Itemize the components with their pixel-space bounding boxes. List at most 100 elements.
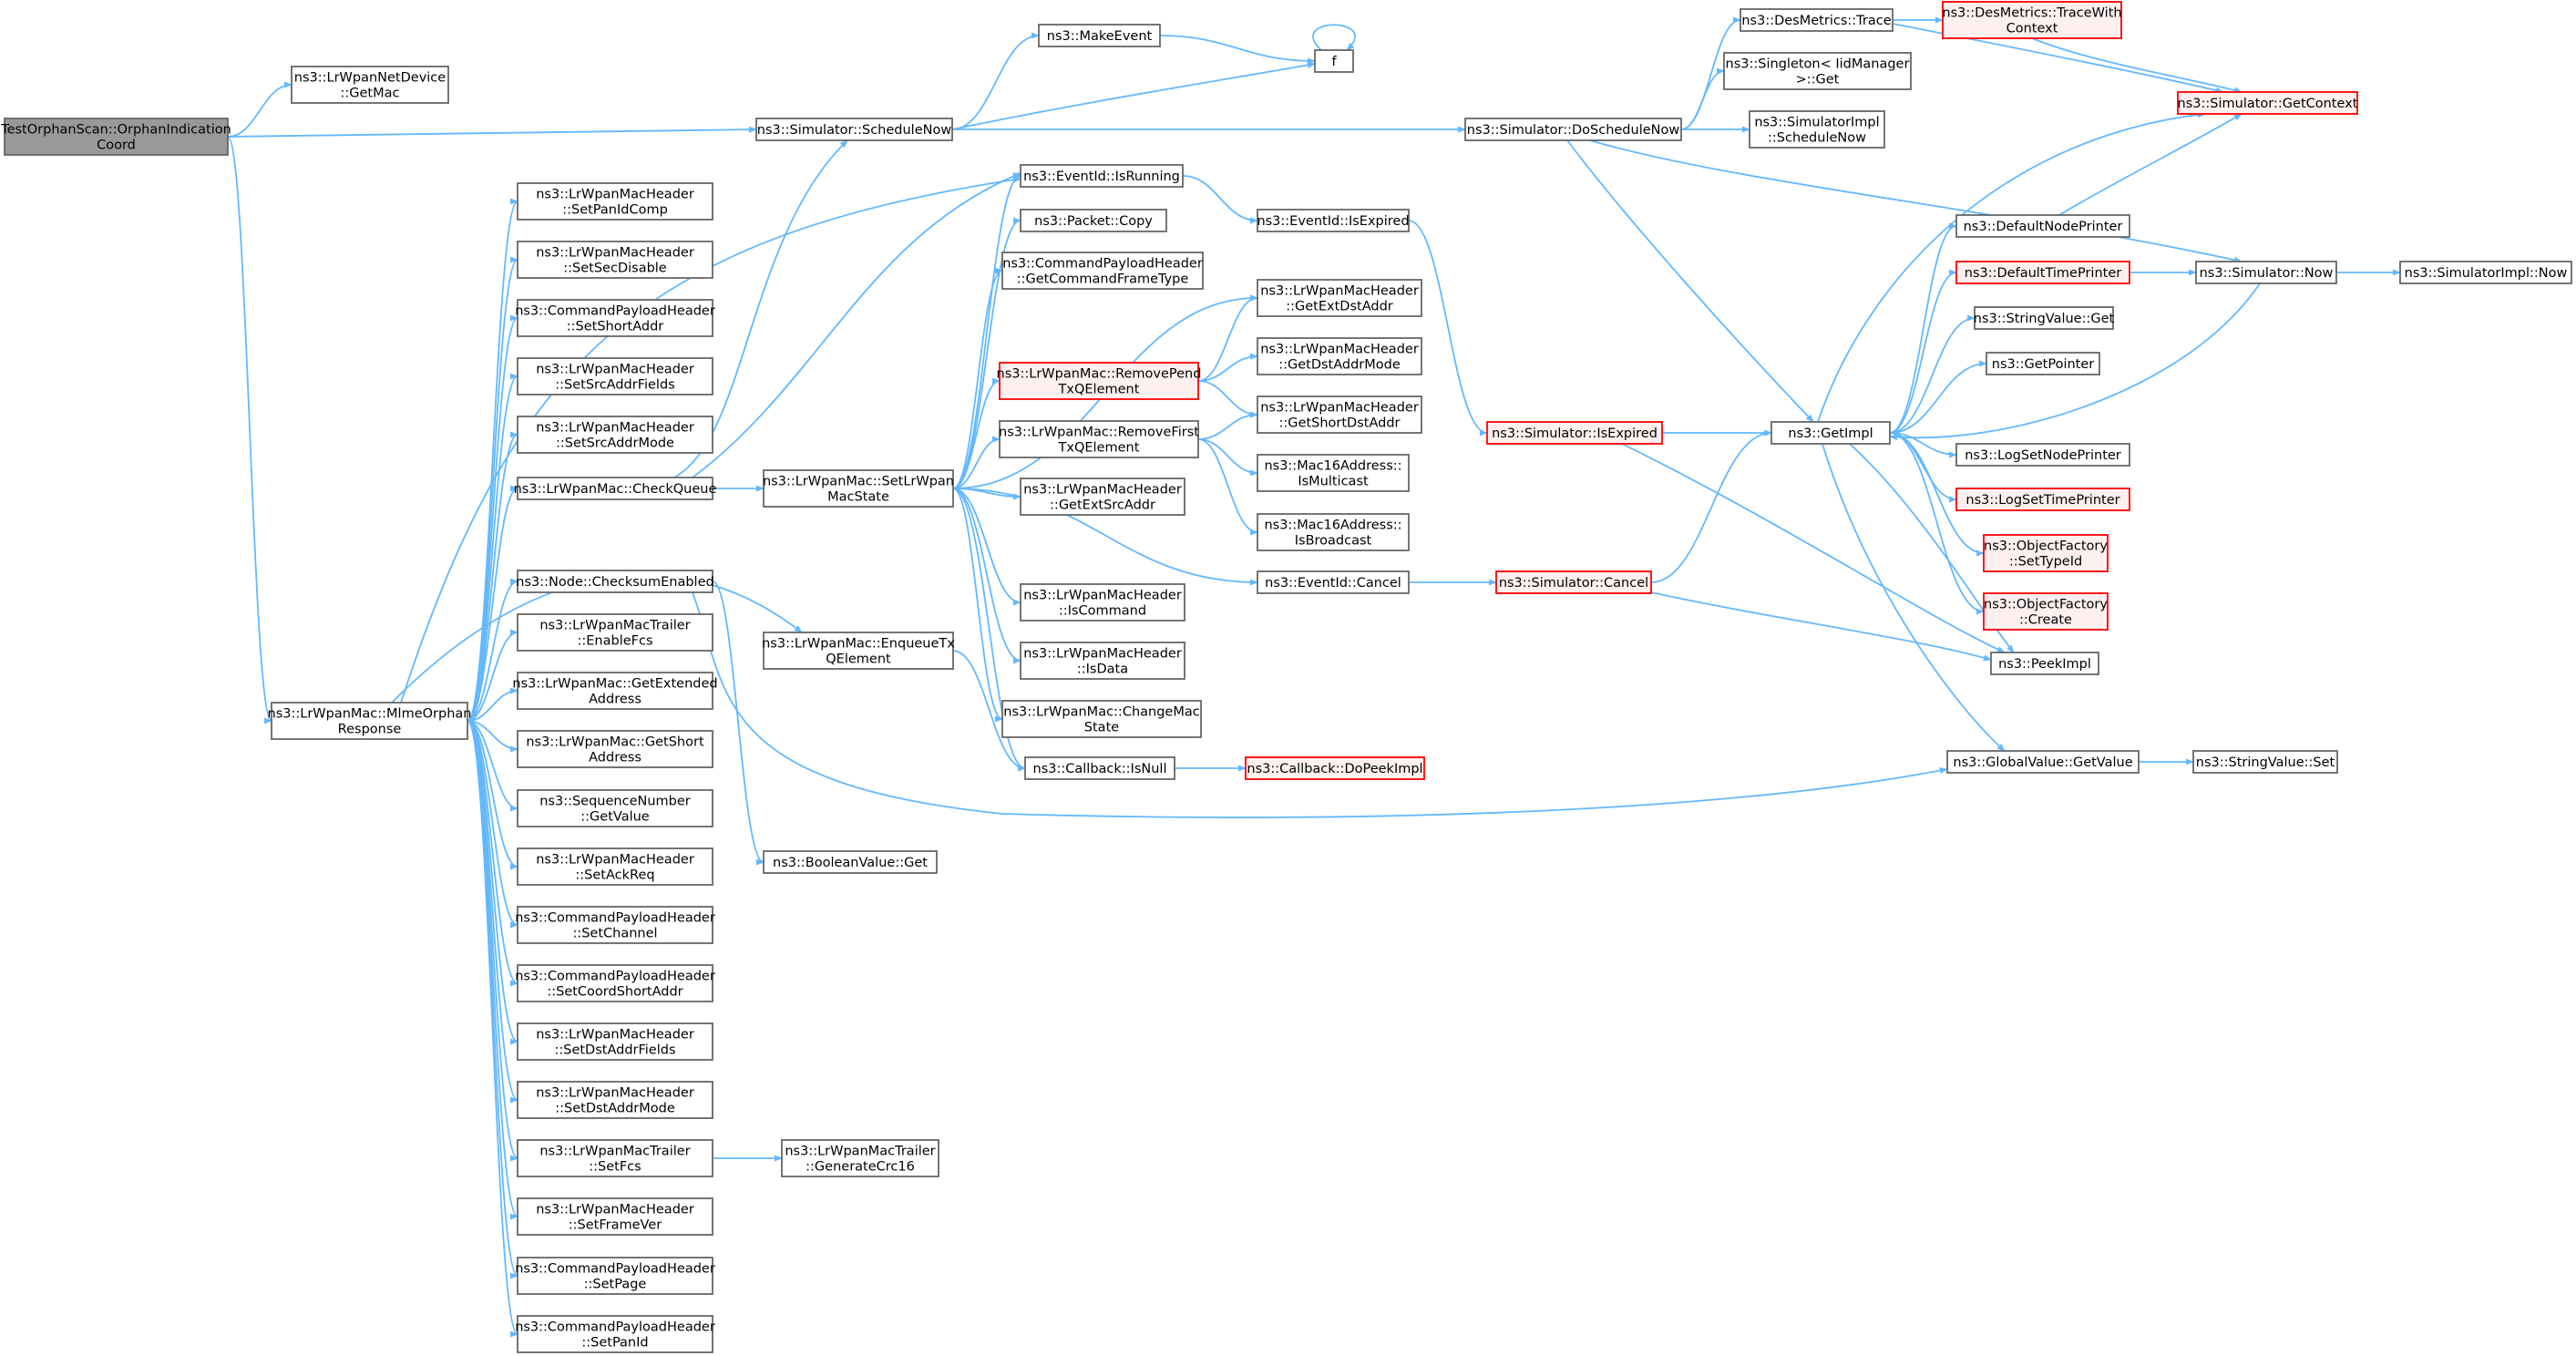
node-simnow[interactable]: ns3::Simulator::Now — [2195, 261, 2337, 284]
node-label: MacState — [827, 490, 889, 505]
node-label: ns3::Simulator::Cancel — [1499, 576, 1648, 591]
node-cph_setshortaddr[interactable]: ns3::CommandPayloadHeader::SetShortAddr — [515, 299, 715, 337]
node-setchannel[interactable]: ns3::CommandPayloadHeader::SetChannel — [515, 906, 715, 944]
node-boolget[interactable]: ns3::BooleanValue::Get — [763, 850, 938, 874]
node-strvalget[interactable]: ns3::StringValue::Get — [1974, 306, 2115, 330]
node-setpanid[interactable]: ns3::CommandPayloadHeader::SetPanId — [515, 1315, 715, 1353]
node-getshortdstaddr[interactable]: ns3::LrWpanMacHeader::GetShortDstAddr — [1257, 396, 1422, 434]
node-gvgetvalue[interactable]: ns3::GlobalValue::GetValue — [1946, 750, 2140, 774]
node-defnodeprinter[interactable]: ns3::DefaultNodePrinter — [1955, 214, 2130, 238]
node-getmac[interactable]: ns3::LrWpanNetDevice::GetMac — [291, 66, 449, 104]
node-label: ns3::LrWpanMacHeader — [1260, 343, 1419, 357]
node-strvalset[interactable]: ns3::StringValue::Set — [2192, 750, 2338, 774]
node-logsettime[interactable]: ns3::LogSetTimePrinter — [1955, 488, 2130, 511]
node-setframever[interactable]: ns3::LrWpanMacHeader::SetFrameVer — [517, 1197, 713, 1236]
node-f[interactable]: f — [1314, 49, 1354, 73]
node-setsrcaddrfields[interactable]: ns3::LrWpanMacHeader::SetSrcAddrFields — [517, 357, 713, 396]
node-box — [517, 182, 713, 221]
node-label: ::SetTypeId — [2009, 555, 2082, 570]
node-isexpired[interactable]: ns3::EventId::IsExpired — [1257, 209, 1410, 232]
node-getextdstaddr[interactable]: ns3::LrWpanMacHeader::GetExtDstAddr — [1257, 279, 1422, 317]
node-label: ns3::LrWpanMac::GetExtended — [512, 677, 717, 692]
node-ismulticast[interactable]: ns3::Mac16Address::IsMulticast — [1257, 454, 1410, 492]
node-logsetnode[interactable]: ns3::LogSetNodePrinter — [1955, 443, 2130, 467]
node-isbroadcast[interactable]: ns3::Mac16Address::IsBroadcast — [1257, 513, 1410, 551]
node-getcontext[interactable]: ns3::Simulator::GetContext — [2177, 91, 2358, 115]
node-deftimeprinter[interactable]: ns3::DefaultTimePrinter — [1955, 261, 2130, 284]
node-label: ns3::EventId::IsExpired — [1257, 214, 1409, 229]
node-label: ns3::LrWpanMacHeader — [1023, 483, 1182, 498]
node-box — [1020, 209, 1167, 232]
node-eventcancel[interactable]: ns3::EventId::Cancel — [1257, 570, 1410, 594]
edge-getimpl-to-deftimeprinter — [1889, 269, 1957, 434]
node-setpanidcomp[interactable]: ns3::LrWpanMacHeader::SetPanIdComp — [517, 182, 713, 221]
node-setackreq[interactable]: ns3::LrWpanMacHeader::SetAckReq — [517, 848, 713, 886]
node-pktcopy[interactable]: ns3::Packet::Copy — [1020, 209, 1167, 232]
node-peekimpl[interactable]: ns3::PeekImpl — [1990, 652, 2099, 675]
edge-arrow — [712, 580, 765, 866]
node-label: ns3::StringValue::Set — [2196, 755, 2335, 770]
node-setdstaddrmode[interactable]: ns3::LrWpanMacHeader::SetDstAddrMode — [517, 1081, 713, 1119]
node-enablefcs[interactable]: ns3::LrWpanMacTrailer::EnableFcs — [517, 613, 713, 652]
node-ofcreate[interactable]: ns3::ObjectFactory::Create — [1983, 592, 2109, 631]
node-cbisnull[interactable]: ns3::Callback::IsNull — [1024, 756, 1175, 780]
node-setdstaddrfields[interactable]: ns3::LrWpanMacHeader::SetDstAddrFields — [517, 1022, 713, 1061]
node-setcoordshort[interactable]: ns3::CommandPayloadHeader::SetCoordShort… — [515, 964, 715, 1002]
node-doschednow[interactable]: ns3::Simulator::DoScheduleNow — [1464, 118, 1682, 141]
node-isrunning[interactable]: ns3::EventId::IsRunning — [1020, 164, 1184, 188]
node-setpage[interactable]: ns3::CommandPayloadHeader::SetPage — [515, 1257, 715, 1295]
node-box — [1983, 534, 2109, 572]
node-schednow[interactable]: ns3::Simulator::ScheduleNow — [755, 118, 953, 141]
node-label: ::SetDstAddrFields — [554, 1043, 675, 1058]
node-setsrcaddrmode[interactable]: ns3::LrWpanMacHeader::SetSrcAddrMode — [517, 416, 713, 454]
edge-arrow — [467, 431, 518, 722]
edge-checksum-to-gvgetvalue — [692, 591, 1948, 818]
node-dopeekimpl[interactable]: ns3::Callback::DoPeekImpl — [1245, 756, 1425, 780]
node-box — [1983, 592, 2109, 631]
node-label: ns3::LrWpanMacHeader — [536, 1086, 694, 1101]
node-iscommand[interactable]: ns3::LrWpanMacHeader::IsCommand — [1020, 583, 1185, 622]
node-getimpl[interactable]: ns3::GetImpl — [1770, 421, 1891, 445]
node-box — [4, 118, 229, 156]
node-isdata[interactable]: ns3::LrWpanMacHeader::IsData — [1020, 642, 1185, 680]
node-singleton[interactable]: ns3::Singleton< IidManager >::Get — [1723, 52, 1912, 90]
node-label: ns3::LrWpanMacHeader — [536, 1203, 694, 1217]
node-label: ::SetAckReq — [575, 868, 654, 883]
node-label: ::SetPage — [584, 1278, 647, 1292]
node-getdstaddrmode[interactable]: ns3::LrWpanMacHeader::GetDstAddrMode — [1257, 337, 1422, 375]
node-setfcs[interactable]: ns3::LrWpanMacTrailer::SetFcs — [517, 1139, 713, 1177]
node-label: ns3::Mac16Address:: — [1264, 459, 1401, 474]
edge-arrow — [1822, 443, 2006, 752]
node-desmetrace[interactable]: ns3::DesMetrics::Trace — [1740, 8, 1894, 32]
node-makeevent[interactable]: ns3::MakeEvent — [1038, 24, 1161, 47]
node-simimplsched[interactable]: ns3::SimulatorImpl::ScheduleNow — [1749, 110, 1885, 149]
node-getcmdframetype[interactable]: ns3::CommandPayloadHeader::GetCommandFra… — [1001, 252, 1204, 290]
node-box — [517, 730, 713, 768]
node-generatecrc[interactable]: ns3::LrWpanMacTrailer::GenerateCrc16 — [781, 1139, 939, 1177]
node-seqgetvalue[interactable]: ns3::SequenceNumber::GetValue — [517, 789, 713, 827]
node-setsecdisable[interactable]: ns3::LrWpanMacHeader::SetSecDisable — [517, 241, 713, 279]
node-label: ::GetValue — [580, 810, 650, 825]
node-getextsrcaddr[interactable]: ns3::LrWpanMacHeader::GetExtSrcAddr — [1020, 478, 1185, 516]
node-label: ns3::CommandPayloadHeader — [1002, 257, 1203, 272]
node-checksum[interactable]: ns3::Node::ChecksumEnabled — [516, 570, 714, 593]
edge-arrow — [1849, 443, 2015, 653]
edge-setlrwpanmacstate-to-getcmdframetype — [952, 267, 1003, 489]
node-simimplnow[interactable]: ns3::SimulatorImpl::Now — [2399, 261, 2572, 284]
node-checkqueue[interactable]: ns3::LrWpanMac::CheckQueue — [514, 477, 717, 500]
node-getpointer[interactable]: ns3::GetPointer — [1986, 352, 2100, 375]
node-box — [517, 416, 713, 454]
node-simcancel[interactable]: ns3::Simulator::Cancel — [1495, 570, 1652, 594]
node-ofsettypeid[interactable]: ns3::ObjectFactory::SetTypeId — [1983, 534, 2109, 572]
node-simisexpired[interactable]: ns3::Simulator::IsExpired — [1486, 421, 1663, 445]
